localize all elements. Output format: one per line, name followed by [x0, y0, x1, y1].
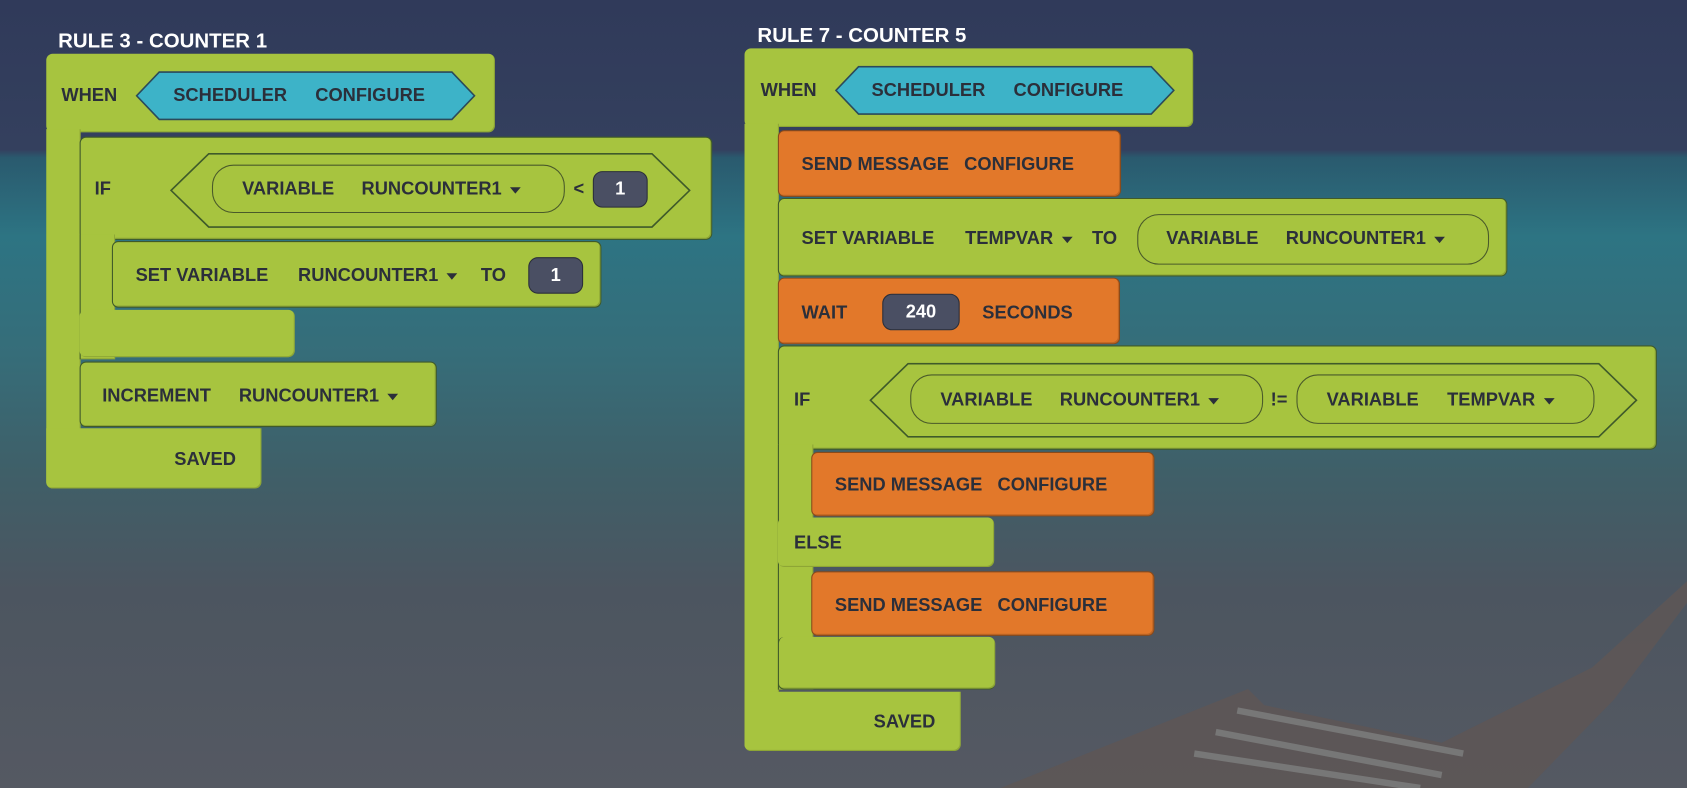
else-label: ELSE: [794, 532, 842, 554]
variable-dropdown[interactable]: RUNCOUNTER1: [1060, 389, 1220, 411]
set-variable-block[interactable]: [777, 197, 1508, 277]
variable-keyword: VARIABLE: [1166, 228, 1259, 249]
wait-seconds-input[interactable]: 240: [882, 293, 960, 331]
if-label: IF: [794, 389, 811, 410]
variable-pill[interactable]: [211, 164, 565, 214]
dropdown-caret-icon: [387, 393, 399, 400]
send-message-block[interactable]: [811, 571, 1155, 636]
wait-unit: SECONDS: [982, 302, 1073, 323]
if-end-cap: [79, 309, 295, 358]
dropdown-caret-icon: [1061, 236, 1073, 243]
wait-keyword: WAIT: [801, 302, 848, 323]
send-message-label: SEND MESSAGE CONFIGURE: [801, 153, 1074, 175]
send-message-block[interactable]: [777, 130, 1122, 197]
set-variable-keyword: SET VARIABLE: [801, 228, 935, 249]
message-name: CONFIGURE: [997, 474, 1108, 495]
trigger-source[interactable]: SCHEDULER: [871, 79, 986, 101]
set-variable-block[interactable]: [111, 241, 602, 308]
rule-title: RULE 7 - COUNTER 5: [757, 24, 967, 48]
when-label: WHEN: [760, 79, 817, 101]
variable-pill[interactable]: [910, 374, 1264, 424]
variable-keyword: VARIABLE: [940, 389, 1033, 410]
saved-status: SAVED: [873, 711, 936, 732]
trigger-hexagon[interactable]: [135, 71, 476, 121]
value-input[interactable]: 1: [528, 257, 584, 294]
to-label: TO: [480, 264, 507, 286]
send-message-label: SEND MESSAGE CONFIGURE: [834, 594, 1108, 616]
rule-footer: [744, 691, 961, 751]
set-variable-dropdown[interactable]: TEMPVAR: [965, 228, 1073, 250]
to-label: TO: [1092, 228, 1118, 249]
dropdown-caret-icon: [510, 186, 522, 194]
trigger-event[interactable]: CONFIGURE: [1013, 79, 1124, 101]
trigger-source[interactable]: SCHEDULER: [173, 84, 288, 106]
dropdown-caret-icon: [1208, 397, 1220, 405]
increment-dropdown[interactable]: RUNCOUNTER1: [239, 385, 399, 407]
variable-keyword: VARIABLE: [1326, 389, 1419, 410]
condition-hexagon[interactable]: [869, 362, 1638, 438]
else-section: [777, 517, 995, 567]
increment-block[interactable]: [79, 361, 437, 428]
set-variable-keyword: SET VARIABLE: [135, 264, 269, 286]
variable-pill[interactable]: [1296, 374, 1595, 424]
increment-keyword: INCREMENT: [102, 385, 211, 406]
rule-footer: [46, 428, 262, 489]
rule-spine: [744, 123, 779, 751]
variable-dropdown[interactable]: RUNCOUNTER1: [1286, 228, 1446, 250]
dropdown-caret-icon: [446, 272, 458, 280]
comparison-operator[interactable]: !=: [1270, 389, 1288, 410]
trigger-hexagon[interactable]: [834, 65, 1175, 115]
variable-dropdown[interactable]: TEMPVAR: [1447, 389, 1555, 411]
saved-status: SAVED: [174, 448, 236, 470]
dropdown-caret-icon: [1434, 236, 1446, 243]
condition-hexagon[interactable]: [169, 153, 691, 228]
rule-title: RULE 3 - COUNTER 1: [58, 30, 268, 53]
set-variable-dropdown[interactable]: RUNCOUNTER1: [298, 265, 458, 287]
if-end-cap: [777, 636, 996, 690]
send-message-label: SEND MESSAGE CONFIGURE: [834, 474, 1108, 495]
comparison-operator[interactable]: <: [573, 178, 585, 200]
value-input[interactable]: 1: [592, 171, 648, 208]
variable-pill[interactable]: [1137, 214, 1490, 265]
dropdown-caret-icon: [1543, 397, 1555, 405]
message-name: CONFIGURE: [964, 153, 1074, 175]
if-else-block[interactable]: [777, 345, 1657, 450]
trigger-event[interactable]: CONFIGURE: [315, 84, 425, 106]
message-name: CONFIGURE: [997, 594, 1108, 616]
variable-keyword: VARIABLE: [242, 178, 335, 200]
if-label: IF: [94, 178, 111, 200]
when-label: WHEN: [61, 84, 118, 106]
send-message-block[interactable]: [811, 451, 1155, 517]
variable-dropdown[interactable]: RUNCOUNTER1: [362, 179, 522, 201]
